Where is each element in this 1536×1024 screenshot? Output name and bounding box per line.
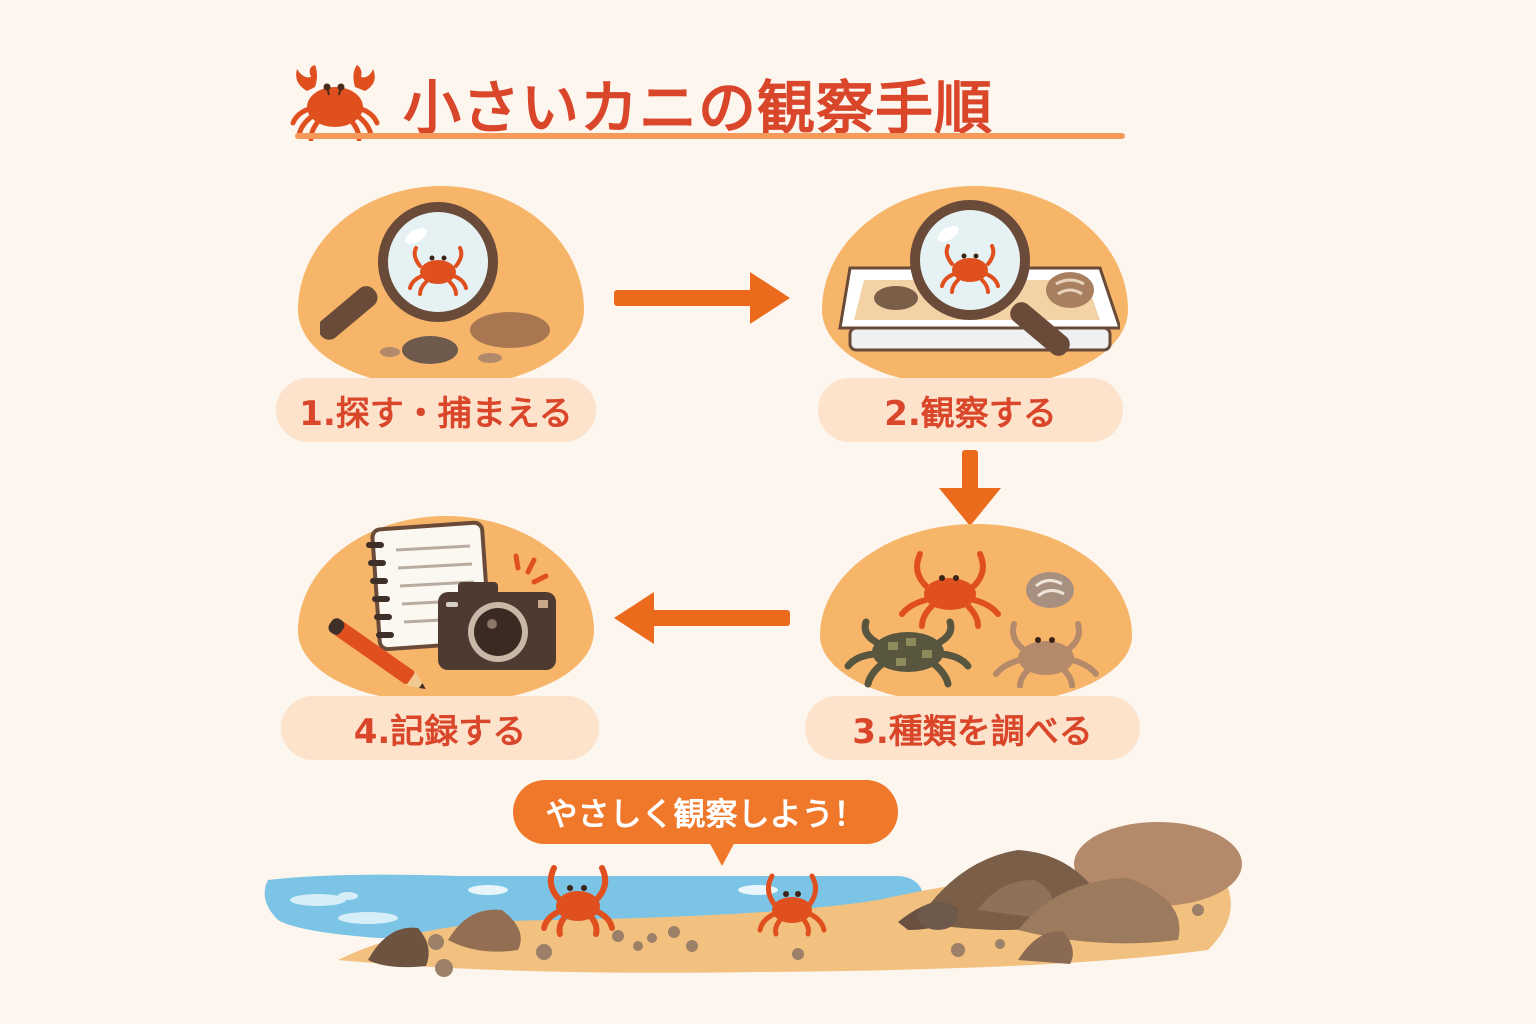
notebook-camera-icon <box>328 520 556 690</box>
magnifier-over-tray-icon <box>838 200 1120 356</box>
crab-icon <box>541 865 615 937</box>
rock-icon <box>448 909 521 952</box>
arrow-left-icon <box>614 592 790 644</box>
callout-bubble: やさしく観察しよう！ <box>513 780 898 844</box>
crab-icon <box>290 65 380 141</box>
magnifier-over-crab-icon <box>320 202 550 364</box>
page-title: 小さいカニの観察手順 <box>285 55 1125 145</box>
rock-icon <box>368 927 429 968</box>
arrow-right-icon <box>614 272 790 324</box>
rock-icon <box>1018 878 1180 944</box>
crab-icon <box>757 873 827 937</box>
shore-scene-illustration <box>264 822 1242 977</box>
callout-tail <box>708 840 736 866</box>
step-4-label: 4.記録する <box>281 696 599 760</box>
crab-species-icon <box>844 551 1099 688</box>
step-1-label: 1.探す・捕まえる <box>276 378 596 442</box>
arrow-down-icon <box>939 450 1001 526</box>
title-underline <box>295 133 1125 139</box>
step-2-label: 2.観察する <box>818 378 1123 442</box>
step-3-label: 3.種類を調べる <box>805 696 1140 760</box>
title-text: 小さいカニの観察手順 <box>403 74 994 142</box>
